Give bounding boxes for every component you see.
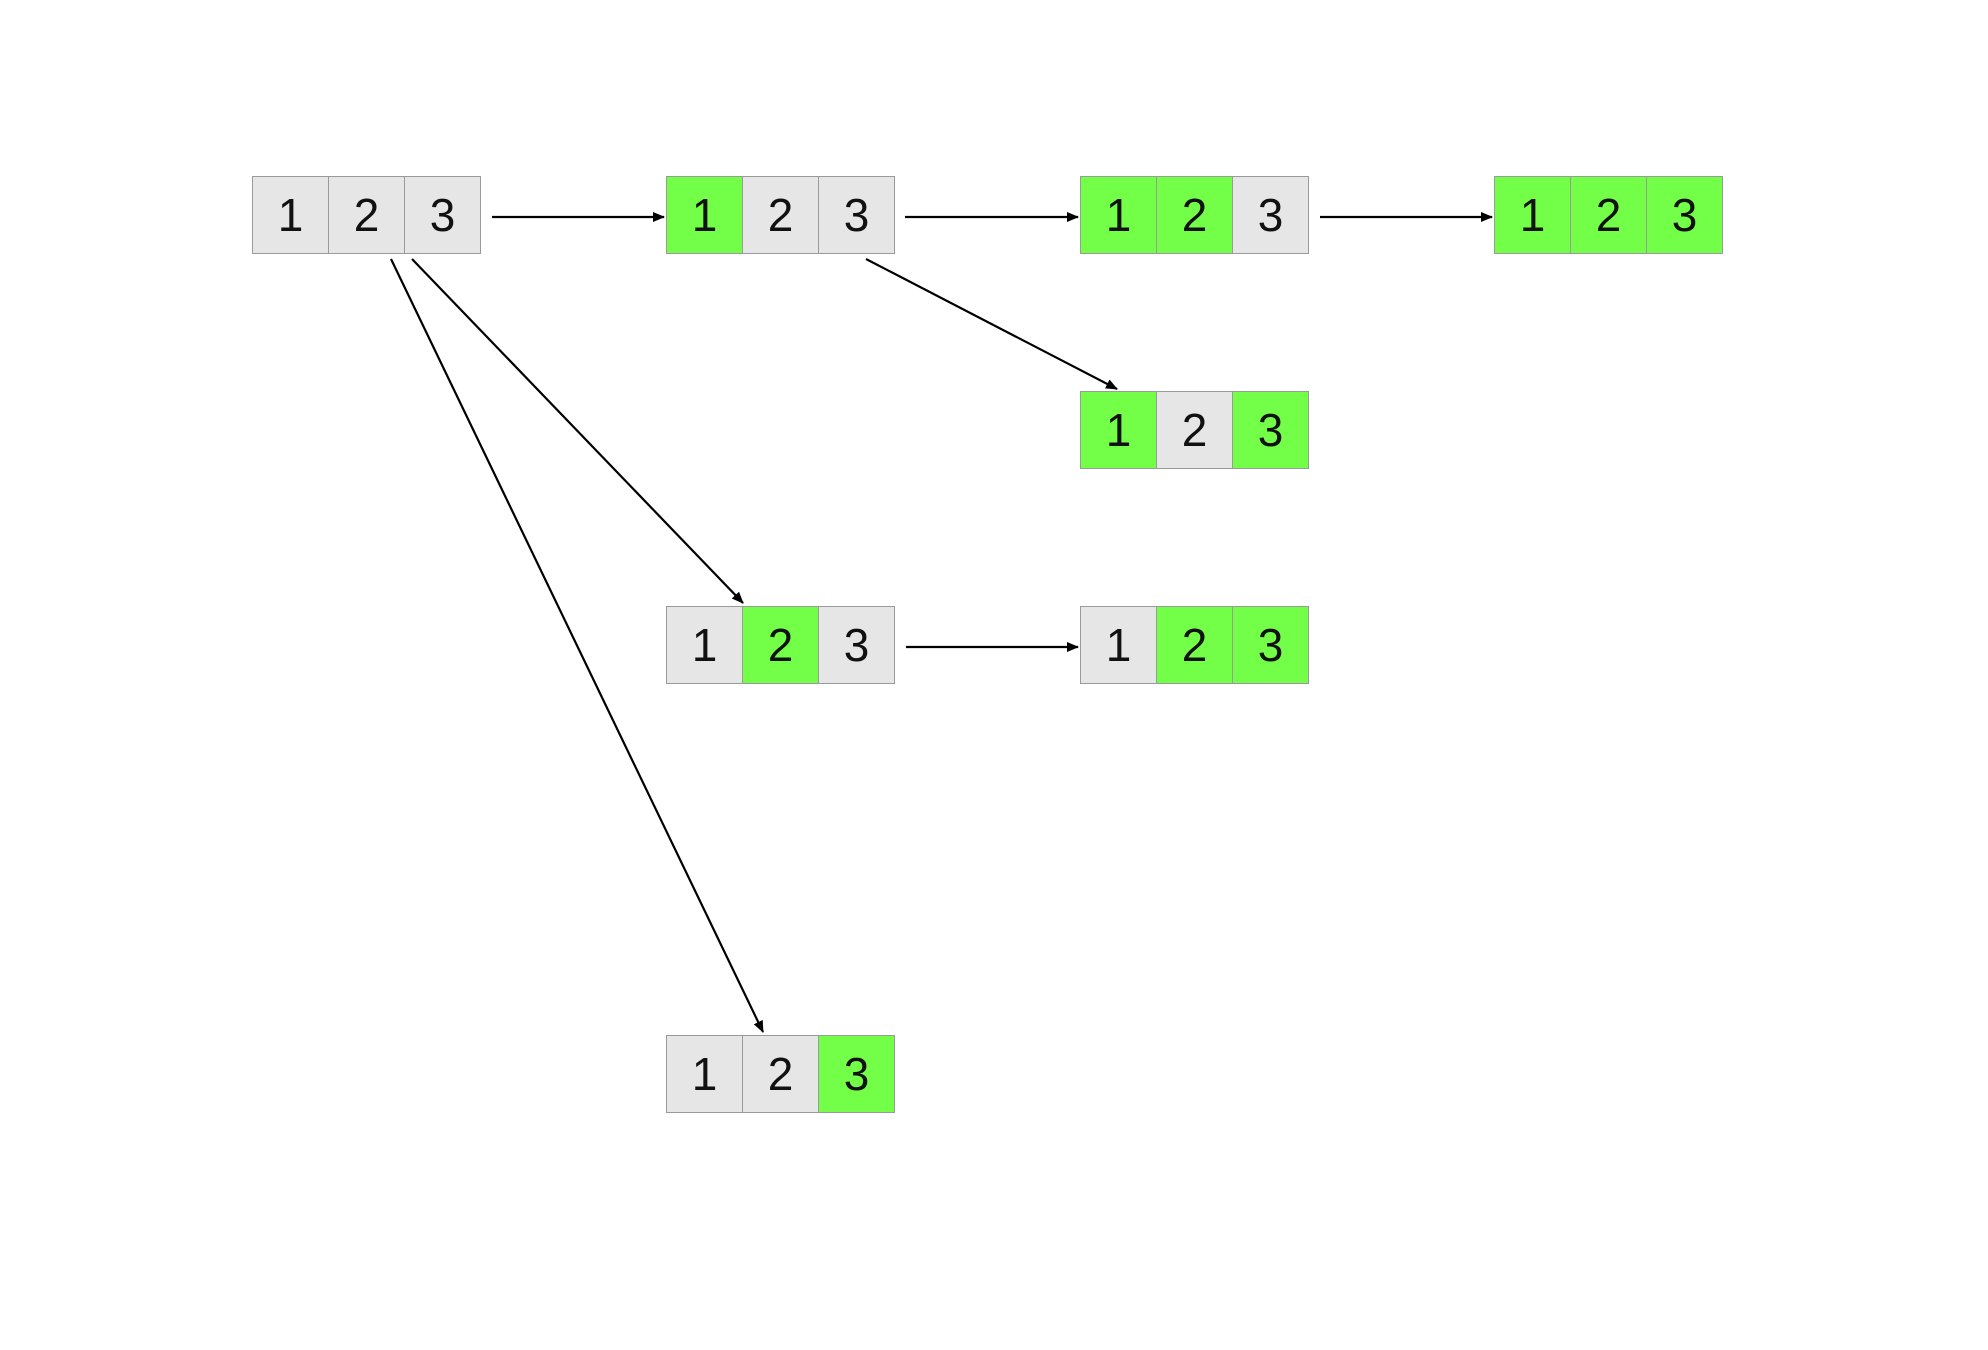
cell-2-selected: 2 — [1570, 176, 1647, 254]
cell-3-unselected: 3 — [404, 176, 481, 254]
cell-2-selected: 2 — [1156, 176, 1233, 254]
cell-3-unselected: 3 — [818, 176, 895, 254]
cell-2-selected: 2 — [742, 606, 819, 684]
cell-2-unselected: 2 — [328, 176, 405, 254]
cell-3-selected: 3 — [1646, 176, 1723, 254]
cell-3-selected: 3 — [818, 1035, 895, 1113]
arrow-s1-to-s13 — [865, 258, 1118, 390]
cell-1-selected: 1 — [1080, 391, 1157, 469]
cell-1-unselected: 1 — [1080, 606, 1157, 684]
cell-1-unselected: 1 — [666, 1035, 743, 1113]
cell-2-selected: 2 — [1156, 606, 1233, 684]
cell-1-selected: 1 — [1494, 176, 1571, 254]
arrow-s0-to-s2 — [411, 258, 744, 604]
cell-3-selected: 3 — [1232, 606, 1309, 684]
cell-3-unselected: 3 — [818, 606, 895, 684]
cell-1-selected: 1 — [666, 176, 743, 254]
arrow-s0-to-s3 — [390, 258, 764, 1033]
cell-1-unselected: 1 — [666, 606, 743, 684]
cell-2-unselected: 2 — [742, 176, 819, 254]
cell-2-unselected: 2 — [1156, 391, 1233, 469]
cell-3-selected: 3 — [1232, 391, 1309, 469]
cell-1-unselected: 1 — [252, 176, 329, 254]
cell-3-unselected: 3 — [1232, 176, 1309, 254]
cell-1-selected: 1 — [1080, 176, 1157, 254]
cell-2-unselected: 2 — [742, 1035, 819, 1113]
